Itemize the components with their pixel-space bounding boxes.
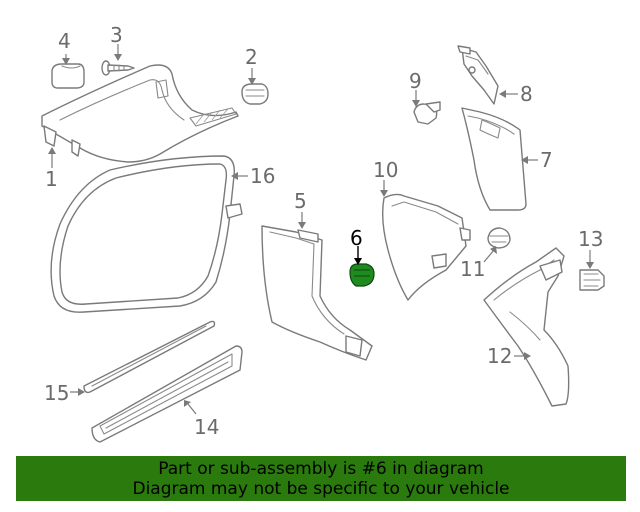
callout-7[interactable]: 7 bbox=[540, 148, 553, 172]
callout-13[interactable]: 13 bbox=[578, 227, 603, 251]
callout-14[interactable]: 14 bbox=[194, 415, 219, 439]
callout-2[interactable]: 2 bbox=[245, 45, 258, 69]
callout-10[interactable]: 10 bbox=[373, 158, 398, 182]
part-3-screw[interactable] bbox=[101, 60, 135, 76]
part-5-pillar-trim[interactable] bbox=[261, 225, 373, 361]
part-11-clip[interactable] bbox=[487, 227, 511, 249]
part-9-clip[interactable] bbox=[413, 101, 441, 125]
callout-1[interactable]: 1 bbox=[45, 167, 58, 191]
callout-3[interactable]: 3 bbox=[110, 23, 123, 47]
part-10-pillar-trim[interactable] bbox=[381, 193, 471, 301]
info-banner: Part or sub-assembly is #6 in diagram Di… bbox=[16, 456, 626, 501]
part-14-sill-plate[interactable] bbox=[91, 345, 243, 443]
part-7-panel[interactable] bbox=[461, 107, 527, 211]
callout-9[interactable]: 9 bbox=[409, 69, 422, 93]
callout-5[interactable]: 5 bbox=[294, 189, 307, 213]
part-12-pillar-trim[interactable] bbox=[483, 247, 570, 407]
callout-4[interactable]: 4 bbox=[58, 29, 71, 53]
part-2-clip[interactable] bbox=[241, 83, 269, 105]
callout-15[interactable]: 15 bbox=[44, 381, 69, 405]
callout-6[interactable]: 6 bbox=[350, 226, 363, 250]
callout-8[interactable]: 8 bbox=[520, 82, 533, 106]
part-8-bracket[interactable] bbox=[457, 45, 499, 105]
callout-16[interactable]: 16 bbox=[250, 164, 275, 188]
part-6-clip-highlighted[interactable] bbox=[349, 263, 375, 287]
banner-line-1: Part or sub-assembly is #6 in diagram bbox=[158, 459, 484, 479]
part-4-cap[interactable] bbox=[51, 63, 85, 89]
callout-11[interactable]: 11 bbox=[460, 257, 485, 281]
part-13-clip[interactable] bbox=[579, 269, 605, 291]
callout-12[interactable]: 12 bbox=[487, 344, 512, 368]
part-15-strip[interactable] bbox=[83, 320, 216, 394]
part-16-weatherstrip[interactable] bbox=[50, 155, 243, 313]
part-1-header-trim[interactable] bbox=[41, 64, 239, 163]
banner-line-2: Diagram may not be specific to your vehi… bbox=[132, 479, 510, 499]
